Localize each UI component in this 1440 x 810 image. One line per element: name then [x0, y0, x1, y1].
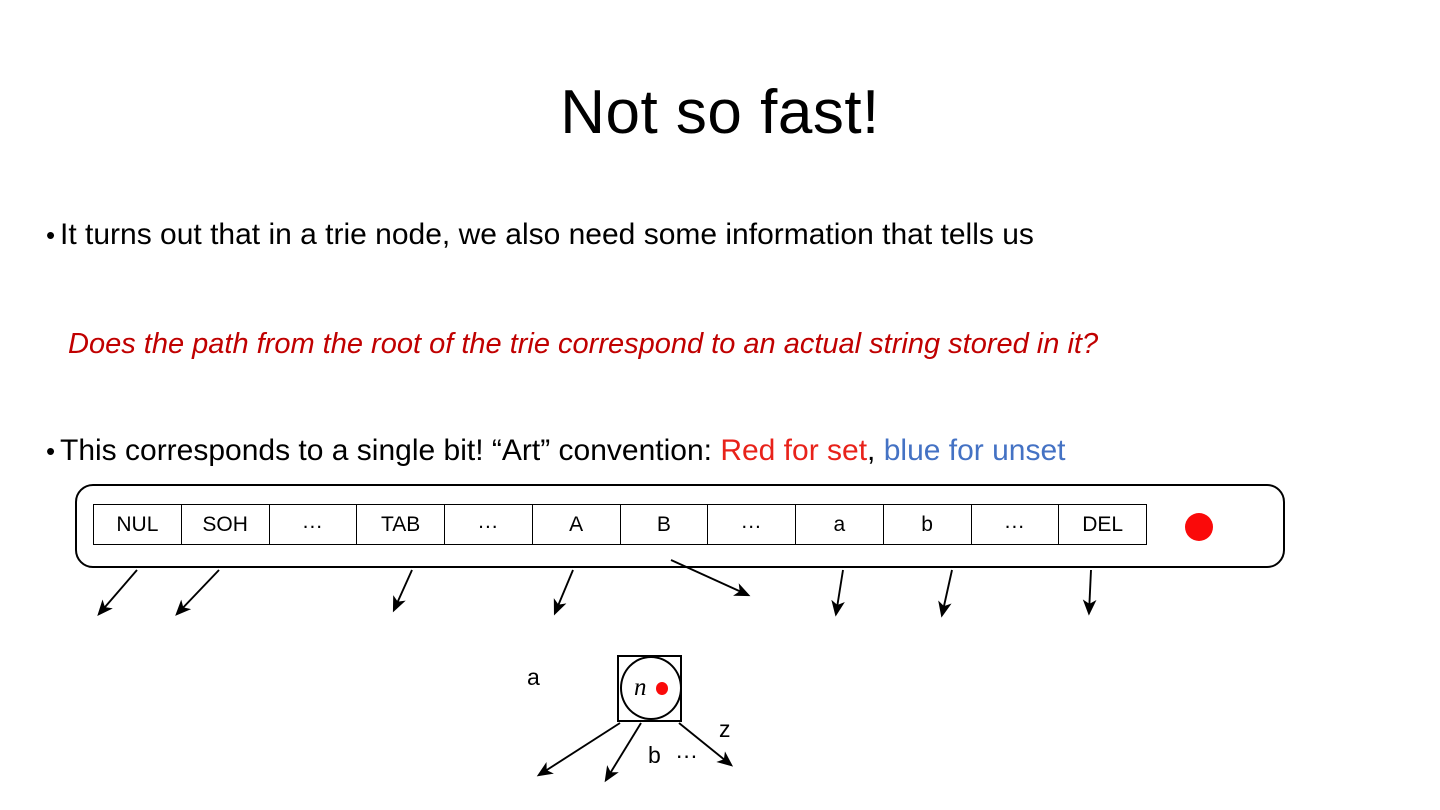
array-cell-tab: TAB: [357, 505, 445, 544]
array-cell-nul: NUL: [94, 505, 182, 544]
edge-label-a: a: [527, 664, 540, 690]
array-cell-dotsdotsdots: ...: [971, 505, 1060, 544]
highlighted-question-text: Does the path from the root of the trie …: [68, 328, 1099, 360]
array-cell-dotsdotsdots: ...: [708, 505, 796, 544]
trie-node-letter: n: [634, 674, 647, 701]
edge-label-z: z: [719, 716, 731, 742]
bullet-text-1: It turns out that in a trie node, we als…: [60, 218, 1034, 251]
convention-separator: ,: [867, 434, 884, 467]
array-cell-dotsdotsdots: ...: [269, 505, 358, 544]
bullet-text-2: This corresponds to a single bit! “Art” …: [60, 432, 1066, 470]
array-cell-a: A: [532, 505, 621, 544]
trie-node-set-bit-dot-icon: [656, 682, 668, 695]
array-cell-b: B: [620, 505, 709, 544]
array-cell-dotsdotsdots: ...: [445, 505, 533, 544]
array-cell-b: b: [883, 505, 972, 544]
convention-blue-label: blue for unset: [883, 434, 1066, 467]
set-bit-red-dot-icon: [1185, 513, 1213, 541]
bullet-item-1: • It turns out that in a trie node, we a…: [36, 216, 1034, 254]
bullet-marker-icon: •: [46, 220, 56, 250]
convention-lead-text: This corresponds to a single bit! “Art” …: [60, 434, 721, 467]
array-cell-soh: SOH: [181, 505, 270, 544]
edge-label-b: b: [648, 742, 661, 768]
trie-node-circle: [620, 656, 682, 720]
array-cell-a: a: [796, 505, 884, 544]
convention-red-label: Red for set: [720, 434, 868, 467]
array-cell-del: DEL: [1059, 505, 1146, 544]
page-title: Not so fast!: [560, 78, 880, 147]
edge-label-ellipsis: ...: [676, 737, 699, 763]
bullet-item-2: • This corresponds to a single bit! “Art…: [36, 432, 1066, 470]
bullet-marker-icon: •: [46, 436, 56, 466]
